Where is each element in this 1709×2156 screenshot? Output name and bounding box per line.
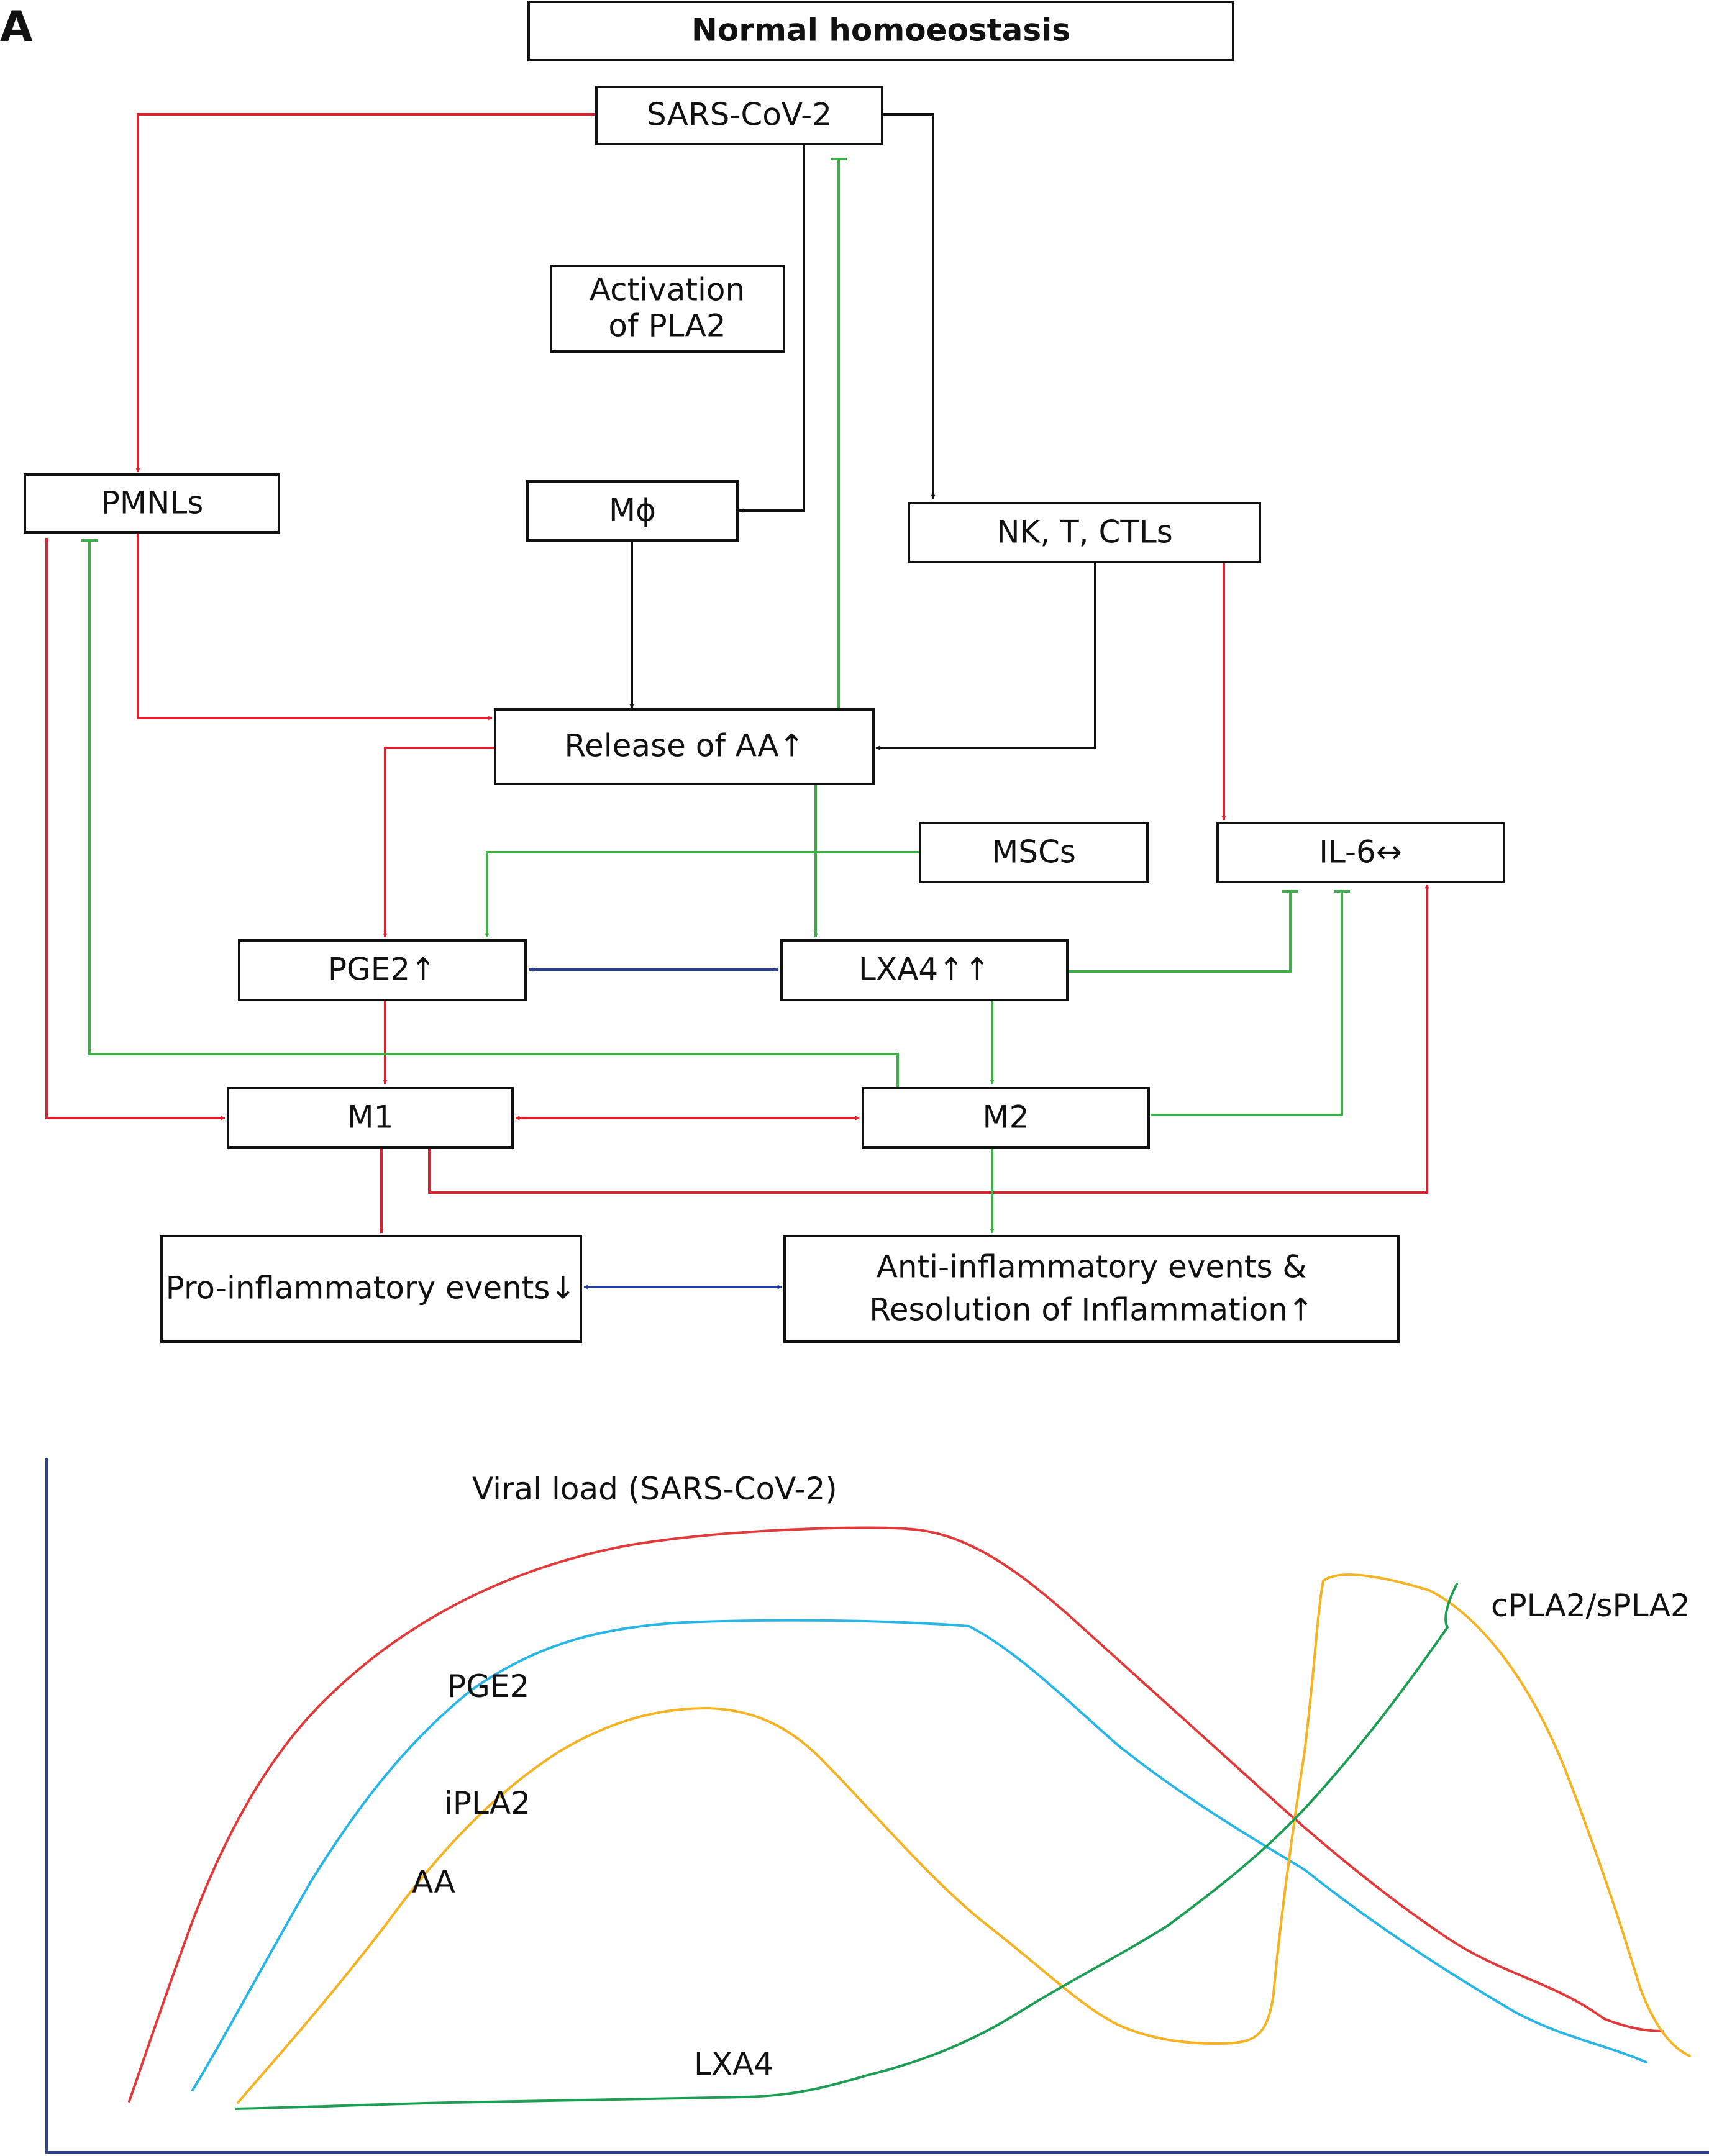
curve-label-pge2: PGE2 [447, 1668, 529, 1704]
curve-pge2 [191, 1619, 1647, 2091]
node-lxa4: LXA4↑↑ [780, 939, 1069, 1001]
curve-label-viral-load: Viral load (SARS-CoV-2) [472, 1471, 837, 1507]
edge-nk-to-aa [875, 562, 1096, 750]
node-pla2-label-line1: Activation [590, 272, 745, 308]
node-pge2: PGE2↑ [238, 939, 527, 1001]
node-nk: NK, T, CTLs [908, 502, 1261, 563]
node-anti-label-line2: Resolution of Inflammation↑ [869, 1292, 1314, 1328]
node-m2-label: M2 [983, 1099, 1029, 1135]
edge-sars-to-pmnls [135, 113, 596, 473]
curve-ipla2-aa [237, 1573, 1691, 2104]
node-mscs: MSCs [919, 822, 1149, 883]
node-sars-label: SARS-CoV-2 [647, 97, 832, 133]
node-homeostasis-label: Normal homoeostasis [691, 12, 1070, 48]
node-aa: Release of AA↑ [494, 708, 875, 785]
edge-sars-to-mphi [739, 144, 805, 513]
node-pla2-label-line2: of PLA2 [608, 308, 726, 344]
node-homeostasis: Normal homoeostasis [527, 1, 1234, 61]
node-mscs-label: MSCs [991, 834, 1076, 870]
edge-m2-inhibits-il6 [1151, 891, 1343, 1116]
edge-m1-to-il6 [428, 884, 1429, 1194]
curve-label-ipla2: iPLA2 [444, 1785, 531, 1821]
edge-sars-to-nk [882, 113, 936, 499]
node-pmnls: PMNLs [24, 473, 280, 534]
edge-m1-pmnls [44, 537, 226, 1121]
node-lxa4-label: LXA4↑↑ [859, 952, 990, 988]
node-anti: Anti-inflammatory events & Resolution of… [783, 1235, 1400, 1343]
node-pla2: Activation of PLA2 [550, 265, 785, 353]
edge-pmnls-to-aa [137, 532, 493, 721]
curve-label-aa: AA [412, 1864, 455, 1900]
node-nk-label: NK, T, CTLs [996, 514, 1173, 550]
diagram-edges [44, 113, 1429, 1290]
node-mphi: Mϕ [526, 480, 739, 542]
edge-lxa4-inhibits-il6 [1067, 891, 1292, 973]
curve-label-cpla2-spla2: cPLA2/sPLA2 [1491, 1588, 1690, 1624]
node-il6: IL-6↔ [1216, 822, 1505, 883]
node-mphi-label: Mϕ [609, 493, 656, 529]
node-pmnls-label: PMNLs [101, 485, 204, 521]
curve-label-lxa4: LXA4 [694, 2046, 773, 2082]
curve-lxa4 [235, 1583, 1458, 2110]
node-pge2-label: PGE2↑ [328, 952, 436, 988]
node-m1-label: M1 [347, 1099, 394, 1135]
node-pro-label: Pro-inflammatory events↓ [166, 1270, 577, 1306]
node-il6-label: IL-6↔ [1319, 834, 1401, 870]
curve-viral-load [128, 1526, 1664, 2103]
node-aa-label: Release of AA↑ [564, 728, 804, 764]
node-anti-label-line1: Anti-inflammatory events & [877, 1249, 1307, 1285]
node-sars: SARS-CoV-2 [595, 86, 883, 145]
panel-label: A [0, 2, 33, 52]
timecourse-axes [45, 1458, 1709, 2154]
edge-mscs-to-pge2 [485, 851, 920, 938]
node-m1: M1 [227, 1087, 514, 1149]
edge-aa-to-pge2 [383, 747, 494, 938]
timecourse-panel: Viral load (SARS-CoV-2) PGE2 iPLA2 AA LX… [45, 1458, 1709, 2154]
node-pro: Pro-inflammatory events↓ [160, 1235, 582, 1343]
diagram-nodes: Normal homoeostasis SARS-CoV-2 Activatio… [24, 1, 1505, 1343]
node-m2: M2 [862, 1087, 1150, 1149]
edge-m2-inhibits-pmnls [88, 540, 899, 1088]
